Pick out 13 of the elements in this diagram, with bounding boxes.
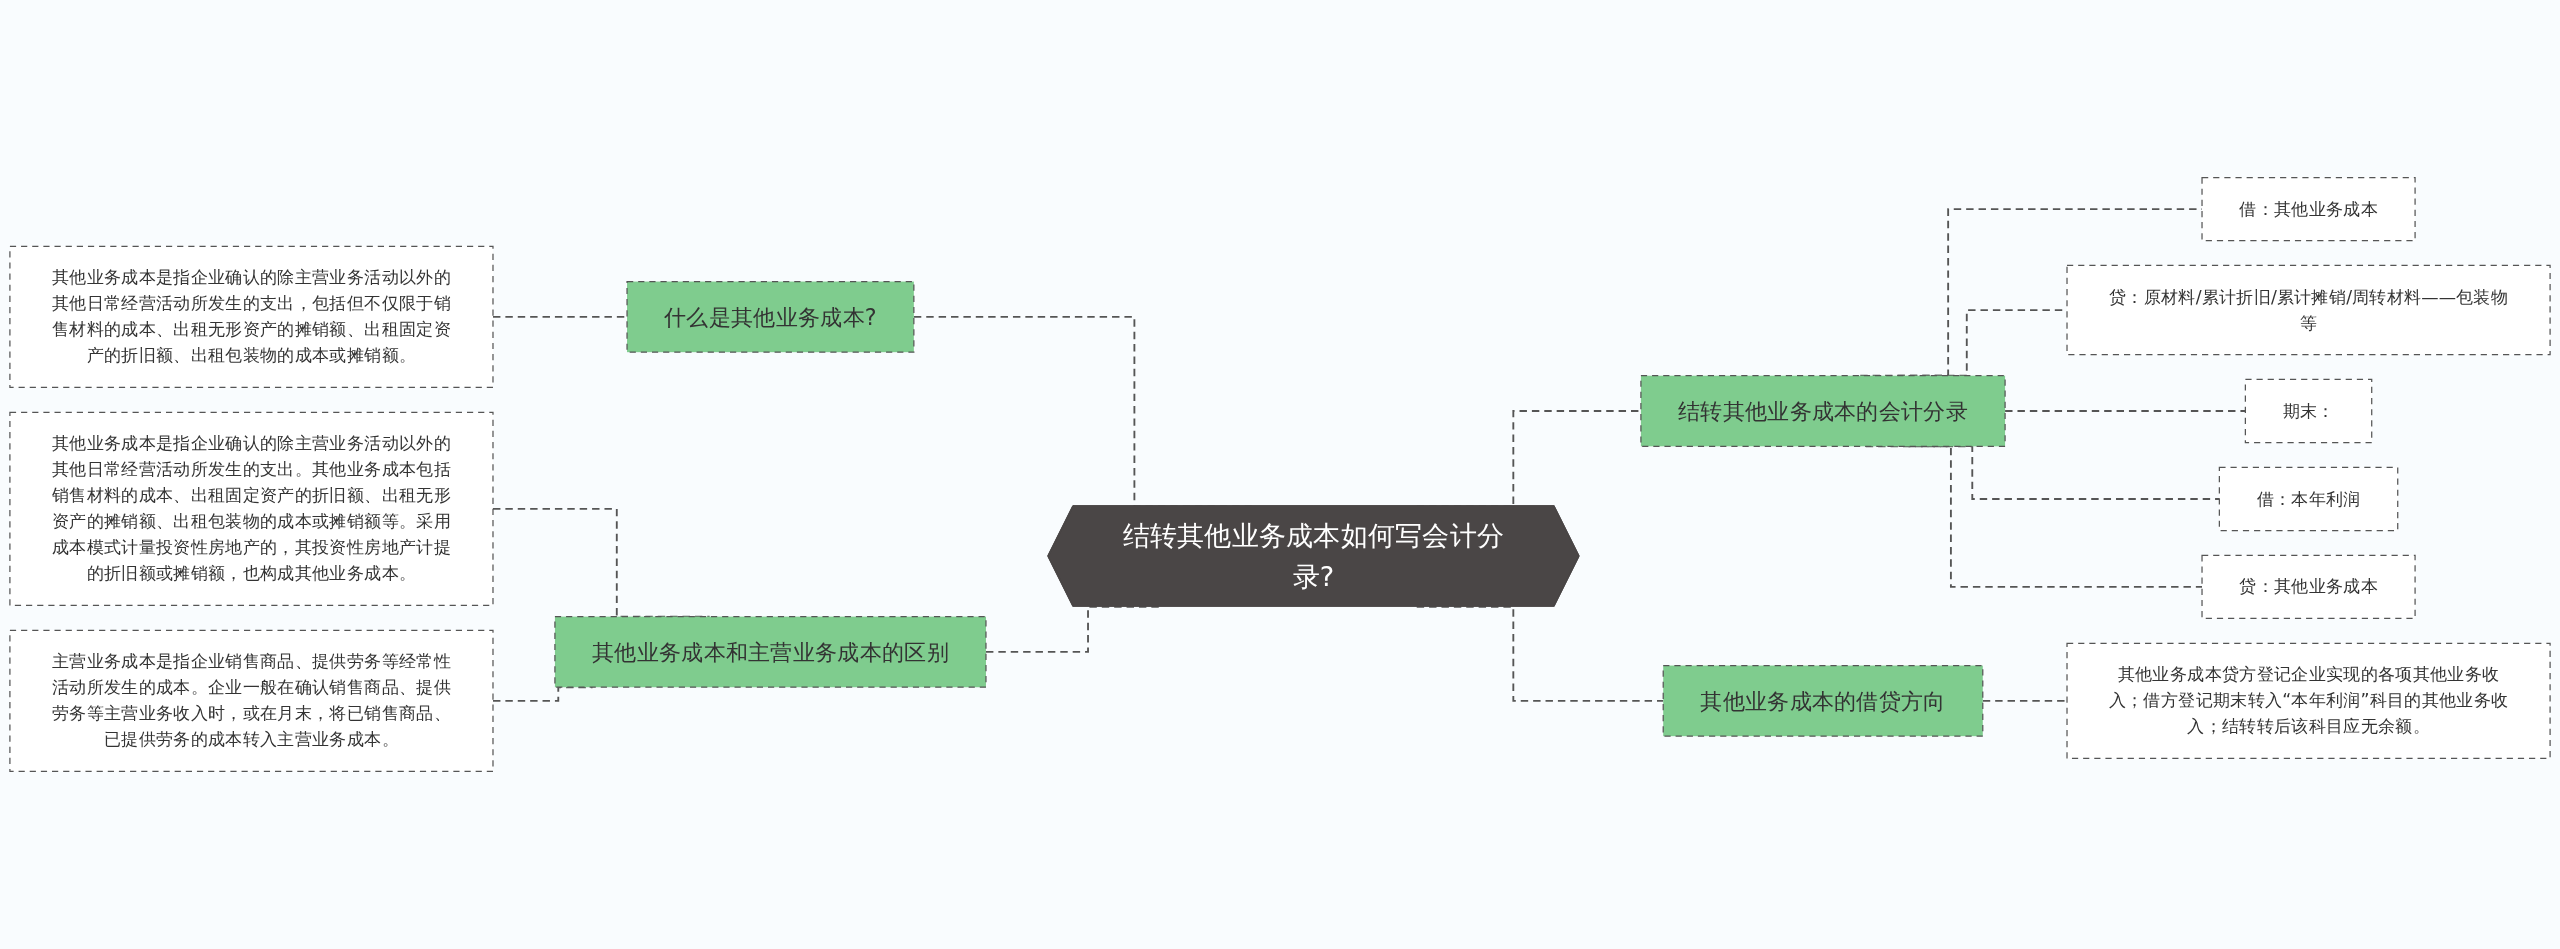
node-box: 其他业务成本是指企业确认的除主营业务活动以外的其他日常经营活动所发生的支出。其他业务成本包括销售材料的成本、出租固定资产的折旧额、出租无形资产的摊销额、出租包装物的成本或摊销额等。采用成本模式计量投资性房地产的，其投资性房地产计提的折旧额或摊销额，也构成其他业务成本。 <box>9 411 494 607</box>
node-box: 贷：其他业务成本 <box>2201 554 2416 620</box>
node-box: 什么是其他业务成本? <box>626 280 915 353</box>
node-box: 贷：原材料/累计折旧/累计摊销/周转材料——包装物等 <box>2066 264 2551 356</box>
node-box: 借：本年利润 <box>2218 466 2399 532</box>
node-box: 结转其他业务成本的会计分录 <box>1640 375 2006 447</box>
node-box: 借：其他业务成本 <box>2201 176 2416 242</box>
node-box: 其他业务成本和主营业务成本的区别 <box>554 616 987 688</box>
node-box: 其他业务成本贷方登记企业实现的各项其他业务收入；借方登记期末转入“本年利润”科目的其他业务收入；结转转后该科目应无余额。 <box>2066 642 2551 760</box>
node-box: 其他业务成本的借贷方向 <box>1662 664 1984 737</box>
node-box: 其他业务成本是指企业确认的除主营业务活动以外的其他日常经营活动所发生的支出，包括但不仅限于销售材料的成本、出租无形资产的摊销额、出租固定资产的折旧额、出租包装物的成本或摊销额。 <box>9 245 494 389</box>
node-box: 主营业务成本是指企业销售商品、提供劳务等经常性活动所发生的成本。企业一般在确认销售商品、提供劳务等主营业务收入时，或在月末，将已销售商品、已提供劳务的成本转入主营业务成本。 <box>9 629 494 773</box>
node-box: 期末： <box>2244 378 2373 444</box>
